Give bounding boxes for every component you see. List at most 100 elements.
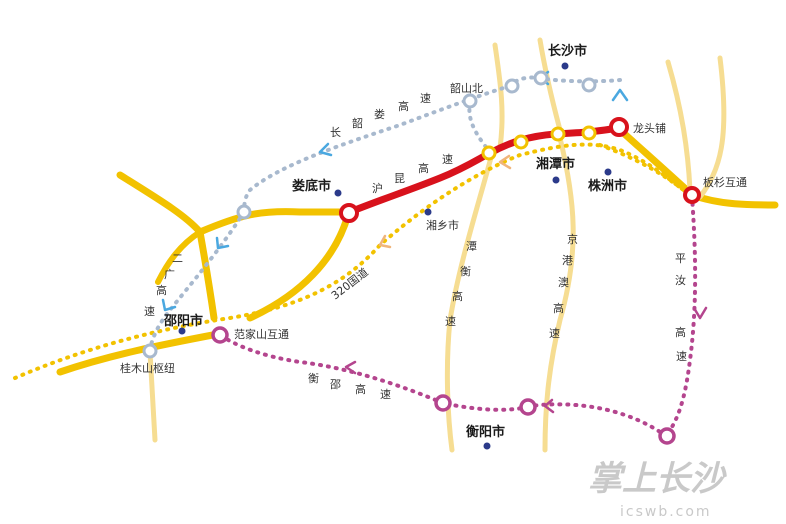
city-zhuzhou[interactable]: 株洲市 — [588, 178, 627, 194]
road-label-hukun-3: 速 — [442, 153, 453, 166]
road-label-tanheng-0: 潭 — [466, 240, 477, 253]
road-label-tanheng-3: 速 — [445, 315, 456, 328]
city-xiangtan[interactable]: 湘潭市 — [536, 156, 575, 172]
node-blue-changsha-2[interactable] — [581, 77, 597, 93]
road-southwest-branch — [155, 229, 203, 285]
road-label-pingru-1: 汝 — [675, 273, 686, 287]
road-tanheng — [444, 147, 496, 453]
city-hengyang[interactable]: 衡阳市 — [466, 424, 505, 440]
arrow-orange-2 — [378, 234, 392, 249]
node-labels: 韶山北 龙头铺 板杉互通 范家山互通 桂木山枢纽 湘乡市 — [120, 81, 747, 375]
node-red-yellow-3[interactable] — [550, 126, 566, 142]
road-label-changshaolou-1: 韶 — [352, 116, 363, 130]
road-label-hengshao-1: 邵 — [330, 378, 341, 391]
road-label-pingru-0: 平 — [675, 252, 686, 265]
node-loudi-red[interactable] — [339, 203, 359, 223]
road-320-east — [598, 143, 692, 197]
purple-hengyang — [441, 401, 530, 412]
dot-xiangxiang — [424, 208, 432, 216]
road-label-jinggangao-1: 港 — [562, 254, 573, 267]
purple-route — [218, 194, 698, 438]
watermark-logo: 掌上长沙 — [588, 459, 727, 499]
road-west-trunk — [56, 330, 222, 376]
arrow-orange-1 — [498, 154, 512, 170]
purple-hengshao — [218, 333, 445, 405]
city-shaoyang[interactable]: 邵阳市 — [163, 313, 203, 329]
dot-loudi — [334, 189, 342, 197]
road-label-jinggangao-2: 澳 — [558, 276, 569, 289]
node-guimushan[interactable] — [142, 343, 158, 359]
road-label-changshaolou-2: 娄 — [374, 108, 385, 121]
arrow-blue-west — [318, 142, 333, 157]
blue-shaoshan-loudi — [242, 84, 512, 214]
road-banshan-north — [665, 59, 693, 193]
arrow-purple-west1 — [543, 398, 555, 414]
city-dots — [178, 62, 612, 450]
road-junction-east — [196, 208, 349, 236]
dot-zhuzhou — [604, 168, 612, 176]
road-east-branch-2 — [697, 55, 727, 200]
road-shaoyang-guimu — [147, 349, 158, 443]
road-label-changshaolou-3: 高 — [398, 99, 409, 113]
road-label-hengshao-0: 衡 — [308, 372, 319, 385]
road-label-tanheng-2: 高 — [452, 289, 463, 303]
purple-pingru — [664, 194, 698, 438]
city-labels: 长沙市 娄底市 湘潭市 株洲市 邵阳市 衡阳市 — [163, 43, 627, 440]
blue-shaoshan-branch — [467, 100, 492, 154]
node-longtoupu-red[interactable] — [609, 117, 629, 137]
road-longtou-banshan — [614, 124, 694, 197]
road-label-jinggangao-0: 京 — [567, 232, 578, 246]
node-fanjiashan[interactable] — [211, 326, 229, 344]
label-longtoupu: 龙头铺 — [633, 122, 666, 135]
node-red-yellow-1[interactable] — [481, 145, 497, 161]
arrow-purple-west2 — [344, 360, 357, 375]
arrow-blue-sw2 — [161, 298, 177, 312]
yellow-road-network — [56, 37, 779, 453]
node-purple-hengyang-w[interactable] — [434, 394, 452, 412]
label-xiangxiang: 湘乡市 — [426, 218, 459, 232]
road-junction-shaoyang — [196, 228, 218, 322]
dot-shaoyang — [178, 327, 186, 335]
road-label-jinggangao-3: 高 — [553, 301, 564, 315]
road-label-ergaoguang-1: 广 — [164, 268, 175, 281]
node-red-yellow-4[interactable] — [581, 125, 597, 141]
road-jinggangao-north — [537, 37, 563, 133]
city-changsha[interactable]: 长沙市 — [548, 43, 587, 59]
road-label-pingru-2: 高 — [675, 325, 686, 339]
road-320-west — [13, 142, 692, 380]
city-loudi[interactable]: 娄底市 — [292, 178, 331, 194]
label-fanjiashan: 范家山互通 — [234, 327, 289, 341]
blue-route — [148, 75, 622, 352]
node-banshan-red[interactable] — [683, 186, 701, 204]
watermark: 掌上长沙 icswb.com — [588, 459, 727, 520]
road-loudi-shaoyang — [246, 211, 352, 322]
blue-changsha-shaoshan — [508, 75, 622, 88]
road-banshan-east — [688, 191, 779, 209]
dot-hengyang — [483, 442, 491, 450]
road-northwest-branch — [116, 171, 204, 236]
road-label-hengshao-3: 速 — [380, 388, 391, 401]
node-red-yellow-2[interactable] — [513, 134, 529, 150]
nodes — [142, 70, 701, 445]
label-guimushan: 桂木山枢纽 — [120, 361, 175, 375]
label-shaoshan-north: 韶山北 — [450, 81, 483, 95]
node-purple-southeast[interactable] — [658, 427, 676, 445]
road-label-ergaoguang-3: 速 — [144, 305, 155, 318]
node-blue-junction[interactable] — [236, 204, 252, 220]
watermark-url: icswb.com — [620, 504, 712, 520]
node-blue-shaoshan-1[interactable] — [504, 78, 520, 94]
road-label-hengshao-2: 高 — [355, 382, 366, 396]
node-shaoshan-north[interactable] — [462, 93, 478, 109]
road-label-hukun-1: 昆 — [394, 172, 405, 185]
node-blue-changsha-1[interactable] — [533, 70, 549, 86]
dot-changsha — [561, 62, 569, 70]
road-label-changshaolou-0: 长 — [330, 126, 341, 139]
arrow-blue-north — [611, 88, 629, 102]
node-purple-hengyang-e[interactable] — [519, 398, 537, 416]
road-label-ergaoguang-0: 二 — [172, 252, 183, 265]
label-banshan: 板杉互通 — [703, 175, 747, 189]
road-tanheng-north — [492, 42, 505, 151]
arrow-blue-sw1 — [215, 236, 230, 250]
